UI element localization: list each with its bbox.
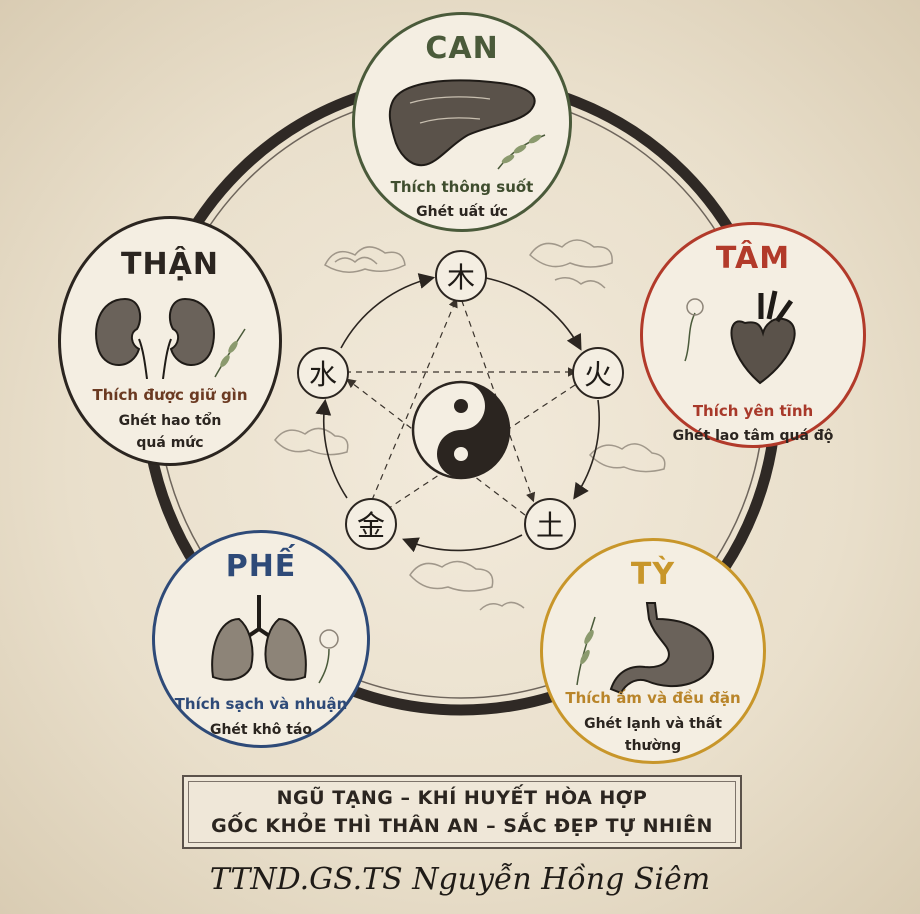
element-wood: 木 [435, 250, 487, 302]
organ-ty-hate: Ghét lạnh và thất thường [584, 716, 722, 754]
element-metal: 金 [345, 498, 397, 550]
organ-can-hate: Ghét uất ức [416, 204, 508, 220]
organ-than-title: THẬN [121, 247, 219, 282]
generating-cycle [315, 273, 601, 553]
organ-than-like: Thích được giữ gìn [92, 386, 248, 404]
heart-icon [684, 290, 796, 385]
element-earth-label: 土 [536, 509, 564, 542]
kidneys-icon [95, 297, 246, 379]
organ-tam: TÂM Thích yên tĩnh Ghét lao tâm quá độ [640, 222, 866, 448]
element-earth: 土 [524, 498, 576, 550]
organ-phe: PHẾ Thích sạch và nhuận Ghét khô táo [152, 530, 370, 748]
motto-line-2: GỐC KHỎE THÌ THÂN AN – SẮC ĐẸP TỰ NHIÊN [211, 815, 713, 837]
element-water: 水 [297, 347, 349, 399]
author-signature: TTND.GS.TS Nguyễn Hồng Siêm [209, 862, 711, 897]
organ-tam-like: Thích yên tĩnh [692, 402, 814, 420]
organ-ty-title: TỲ [630, 557, 676, 592]
element-wood-label: 木 [447, 261, 475, 294]
organ-phe-title: PHẾ [225, 549, 297, 584]
lungs-icon [211, 595, 339, 684]
organ-can: CAN Thích thông suốt Ghét uất ức [352, 12, 572, 232]
organ-phe-hate: Ghét khô táo [209, 722, 313, 738]
organ-ty: TỲ Thích ấm và đều đặn Ghét lạnh và thất… [540, 538, 766, 764]
element-fire: 火 [572, 347, 624, 399]
organ-than: THẬN Thích được giữ gìn Ghét hao tổn quá… [58, 216, 282, 466]
element-metal-label: 金 [357, 509, 385, 542]
motto-line-1: NGŨ TẠNG – KHÍ HUYẾT HÒA HỢP [276, 787, 648, 809]
element-water-label: 水 [309, 358, 337, 391]
organ-tam-title: TÂM [715, 241, 791, 276]
organ-than-hate: Ghét hao tổn quá mức [118, 413, 222, 451]
stomach-icon [576, 602, 715, 695]
organ-phe-like: Thích sạch và nhuận [174, 695, 348, 713]
motto-banner: NGŨ TẠNG – KHÍ HUYẾT HÒA HỢP GỐC KHỎE TH… [182, 775, 742, 849]
yin-yang-icon [411, 380, 511, 480]
element-fire-label: 火 [584, 358, 612, 391]
liver-icon [388, 79, 546, 170]
cloud-decoration [274, 239, 666, 611]
organ-can-title: CAN [425, 31, 499, 66]
organ-can-like: Thích thông suốt [390, 178, 534, 196]
organ-tam-hate: Ghét lao tâm quá độ [672, 428, 834, 444]
organ-ty-like: Thích ấm và đều đặn [565, 689, 741, 707]
